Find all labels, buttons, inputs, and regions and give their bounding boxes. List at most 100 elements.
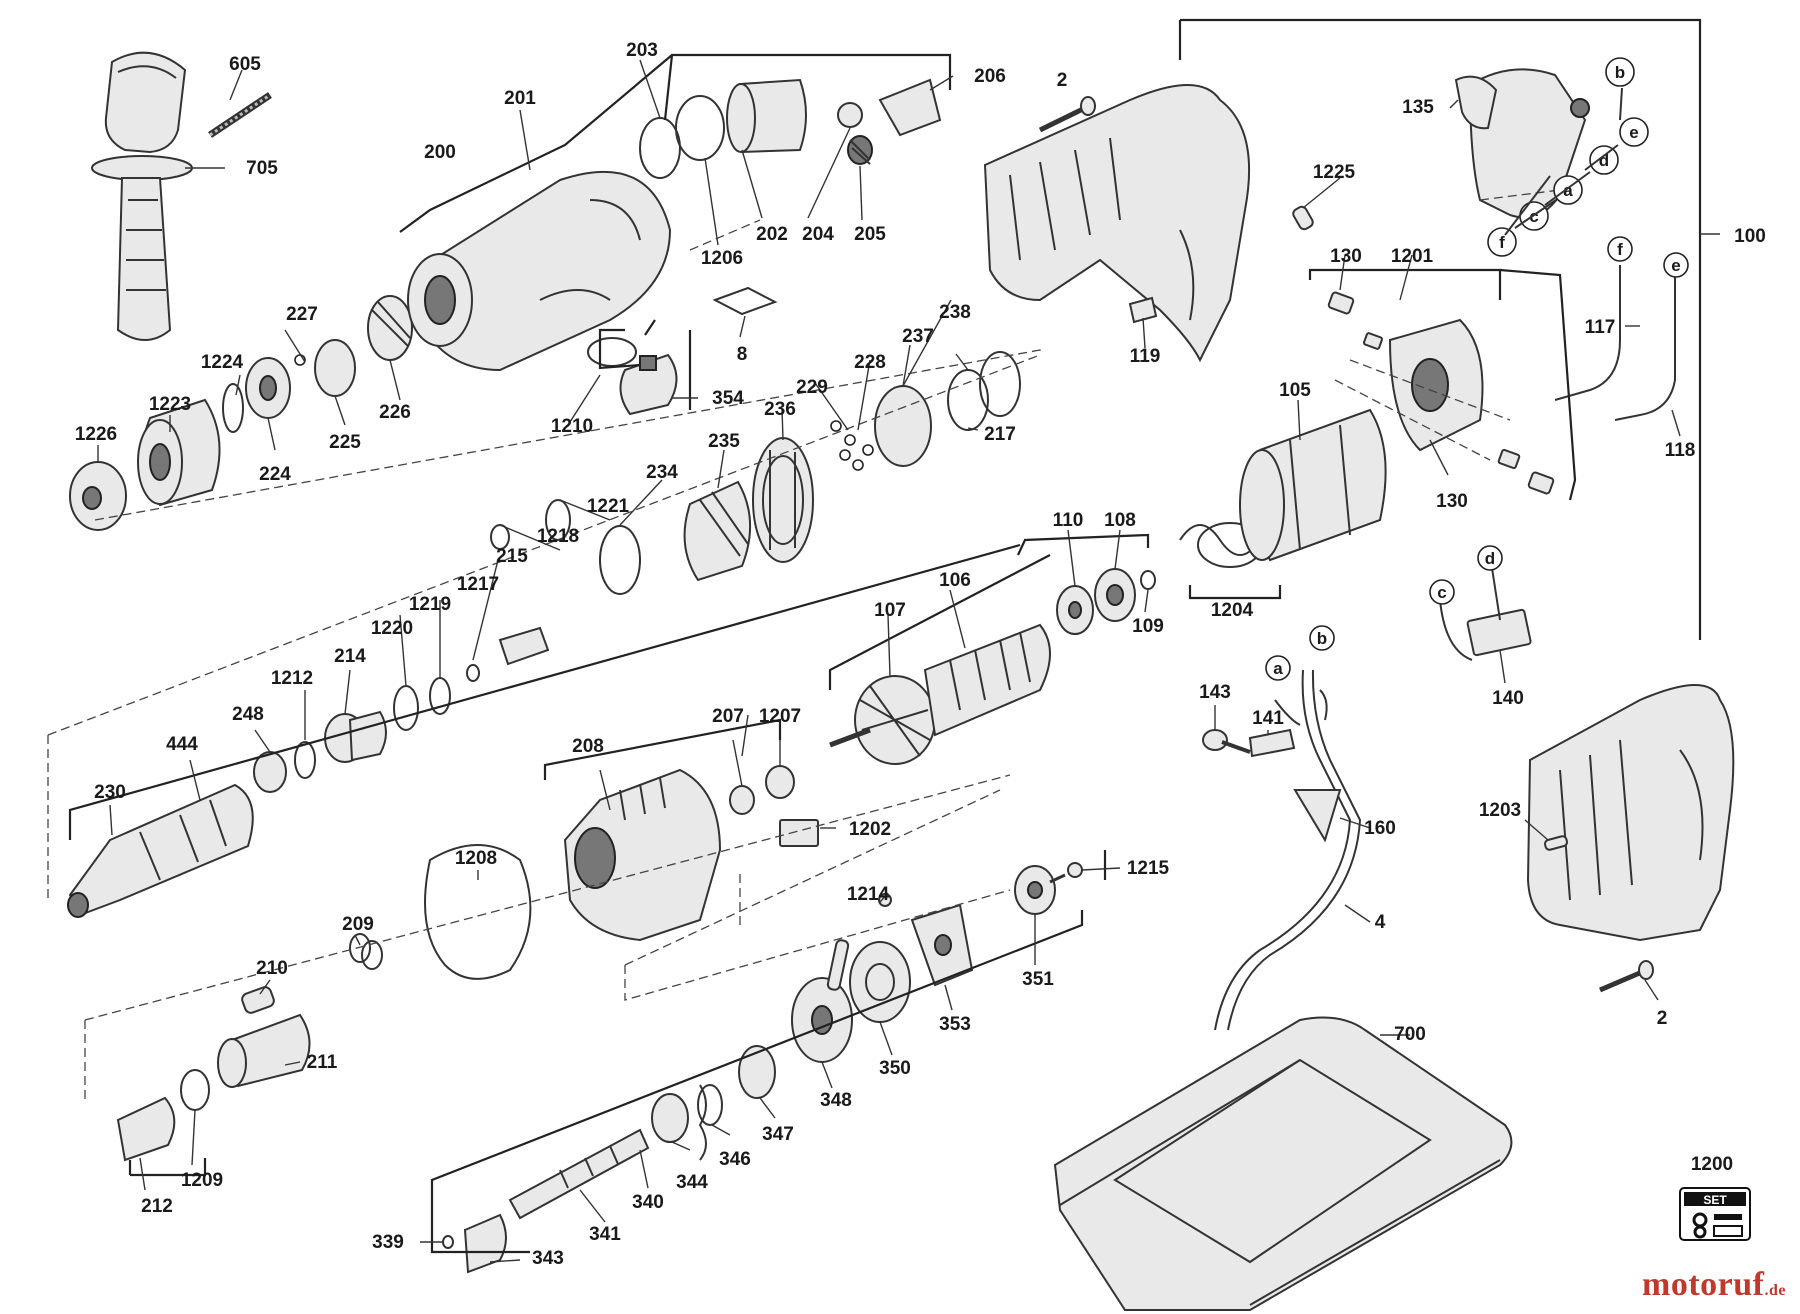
switch-letter-a: a <box>1563 181 1573 200</box>
label-346: 346 <box>719 1149 751 1170</box>
switch-letter-b: b <box>1615 63 1625 82</box>
label-354: 354 <box>712 388 744 409</box>
power-cable-4-160 <box>1214 669 1362 1031</box>
label-344: 344 <box>676 1172 708 1193</box>
label-1214: 1214 <box>847 884 890 905</box>
label-605: 605 <box>229 54 261 75</box>
label-353: 353 <box>939 1014 971 1035</box>
label-2-bottom: 2 <box>1657 1008 1668 1029</box>
label-206: 206 <box>974 66 1006 87</box>
label-226: 226 <box>379 402 411 423</box>
label-1220: 1220 <box>371 618 413 639</box>
label-238: 238 <box>939 302 971 323</box>
label-4: 4 <box>1375 912 1386 933</box>
label-212: 212 <box>141 1196 173 1217</box>
parts-348-350-353 <box>791 903 974 1063</box>
label-202: 202 <box>756 224 788 245</box>
label-1200: 1200 <box>1691 1154 1733 1175</box>
switch-letter-f: f <box>1499 233 1505 252</box>
label-205: 205 <box>854 224 886 245</box>
stator-105 <box>1239 408 1387 562</box>
label-1207: 1207 <box>759 706 801 727</box>
dashed-guide-lines <box>47 189 1561 1100</box>
armature-107-106 <box>829 623 1051 765</box>
cable-clamp-141-143 <box>1202 728 1296 758</box>
label-110: 110 <box>1053 510 1084 531</box>
bearing-110-108 <box>1056 568 1156 635</box>
label-1217: 1217 <box>457 574 499 595</box>
label-109: 109 <box>1132 616 1164 637</box>
label-348: 348 <box>820 1090 852 1111</box>
label-1224: 1224 <box>201 352 244 373</box>
capacitor-140 <box>1439 554 1532 661</box>
label-350: 350 <box>879 1058 911 1079</box>
label-340: 340 <box>632 1192 664 1213</box>
brand-tld: .de <box>1764 1282 1786 1299</box>
bracket-lines <box>68 18 1702 1254</box>
label-106: 106 <box>939 570 971 591</box>
label-229: 229 <box>796 377 828 398</box>
rings-1224-224-225-226-227 <box>222 295 413 433</box>
brush-holder-1201-130 <box>1327 291 1555 495</box>
label-119: 119 <box>1130 346 1161 367</box>
label-1208: 1208 <box>455 848 497 869</box>
label-160: 160 <box>1364 818 1396 839</box>
label-200: 200 <box>424 142 456 163</box>
label-105: 105 <box>1279 380 1311 401</box>
label-1223: 1223 <box>149 394 191 415</box>
label-130-bottom: 130 <box>1436 491 1468 512</box>
screw-2-top <box>1038 96 1096 133</box>
label-339: 339 <box>372 1232 404 1253</box>
label-211: 211 <box>307 1052 338 1073</box>
balls-228-229 <box>830 420 874 471</box>
wire-letter-a: a <box>1273 659 1283 678</box>
rear-housing-100 <box>1526 684 1735 942</box>
label-208: 208 <box>572 736 604 757</box>
label-108: 108 <box>1104 510 1136 531</box>
label-227: 227 <box>286 304 318 325</box>
label-207: 207 <box>712 706 744 727</box>
label-347: 347 <box>762 1124 794 1145</box>
switch-letter-e: e <box>1629 123 1638 142</box>
label-1201: 1201 <box>1391 246 1434 267</box>
label-1210: 1210 <box>551 416 593 437</box>
label-107: 107 <box>874 600 906 621</box>
part-354-gear-selector <box>587 337 678 416</box>
label-201: 201 <box>504 88 536 109</box>
label-217: 217 <box>984 424 1016 445</box>
wire-letter-e-top: e <box>1671 256 1680 275</box>
screw-2-bottom <box>1599 960 1654 993</box>
label-214: 214 <box>334 646 366 667</box>
switch-letter-d: d <box>1599 151 1609 170</box>
label-341: 341 <box>589 1224 621 1245</box>
label-1206: 1206 <box>701 248 743 269</box>
label-248: 248 <box>232 704 264 725</box>
label-1221: 1221 <box>587 496 630 517</box>
label-234: 234 <box>646 462 678 483</box>
brand-watermark: motoruf.de <box>1642 1266 1786 1304</box>
spindle-lower-row <box>253 626 550 793</box>
label-224: 224 <box>259 464 291 485</box>
intermediate-flange-208 <box>563 765 819 942</box>
label-236: 236 <box>764 399 796 420</box>
gasket-1208 <box>424 844 532 980</box>
pin-1225 <box>1292 205 1314 231</box>
label-1212: 1212 <box>271 668 313 689</box>
label-351: 351 <box>1022 969 1054 990</box>
wire-letter-d: d <box>1485 549 1495 568</box>
label-700: 700 <box>1394 1024 1426 1045</box>
tool-holder-230 <box>67 783 254 918</box>
leader-lines <box>97 59 1720 1263</box>
label-204: 204 <box>802 224 834 245</box>
parts-351-1214-1215 <box>878 862 1083 915</box>
label-235: 235 <box>708 431 740 452</box>
label-140: 140 <box>1492 688 1524 709</box>
label-1226: 1226 <box>75 424 117 445</box>
label-143: 143 <box>1199 682 1231 703</box>
label-130-top: 130 <box>1330 246 1362 267</box>
label-1215: 1215 <box>1127 858 1170 879</box>
label-1218: 1218 <box>537 526 579 547</box>
label-203: 203 <box>626 40 658 61</box>
label-1219: 1219 <box>409 594 451 615</box>
set-badge-text: SET <box>1703 1193 1727 1207</box>
